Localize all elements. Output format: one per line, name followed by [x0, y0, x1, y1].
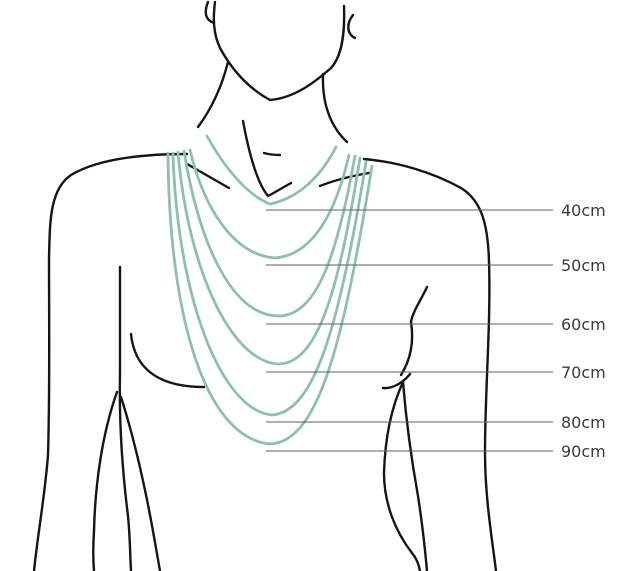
necklace-70cm	[176, 150, 362, 366]
left-lower-arm-edge	[119, 395, 162, 571]
label-50cm: 50cm	[561, 256, 606, 275]
right-breast-lower	[381, 372, 412, 390]
left-side-torso	[92, 390, 119, 571]
neck-left	[196, 60, 230, 129]
guide-60cm: 60cm	[266, 315, 606, 334]
right-ear	[347, 13, 357, 40]
neck-right	[321, 72, 349, 144]
guide-90cm: 90cm	[266, 442, 606, 461]
right-arm-inner	[401, 380, 429, 571]
body-outline	[32, 0, 498, 571]
left-arm-inner	[118, 265, 133, 571]
left-ear	[204, 0, 216, 25]
left-breast	[129, 332, 206, 389]
size-guides: 40cm 50cm 60cm 70cm 80cm 90cm	[266, 201, 606, 461]
left-collarbone	[185, 162, 231, 190]
necklace-80cm	[171, 151, 368, 417]
label-80cm: 80cm	[561, 413, 606, 432]
guide-80cm: 80cm	[266, 413, 606, 432]
necklace-60cm	[182, 149, 357, 318]
necklace-50cm	[188, 148, 351, 260]
necklace-40cm	[205, 134, 338, 206]
label-40cm: 40cm	[561, 201, 606, 220]
label-60cm: 60cm	[561, 315, 606, 334]
chin-jaw	[212, 0, 346, 102]
guide-70cm: 70cm	[266, 363, 606, 382]
left-shoulder-arm	[32, 152, 189, 571]
neck-notch-right	[262, 151, 282, 157]
guide-50cm: 50cm	[266, 256, 606, 275]
label-90cm: 90cm	[561, 442, 606, 461]
guide-40cm: 40cm	[266, 201, 606, 220]
right-shoulder-arm	[362, 157, 498, 571]
necklace-90cm	[166, 151, 374, 446]
necklace-strands	[166, 134, 374, 446]
label-70cm: 70cm	[561, 363, 606, 382]
sternum-line	[241, 119, 293, 198]
right-breast-upper	[399, 285, 429, 377]
